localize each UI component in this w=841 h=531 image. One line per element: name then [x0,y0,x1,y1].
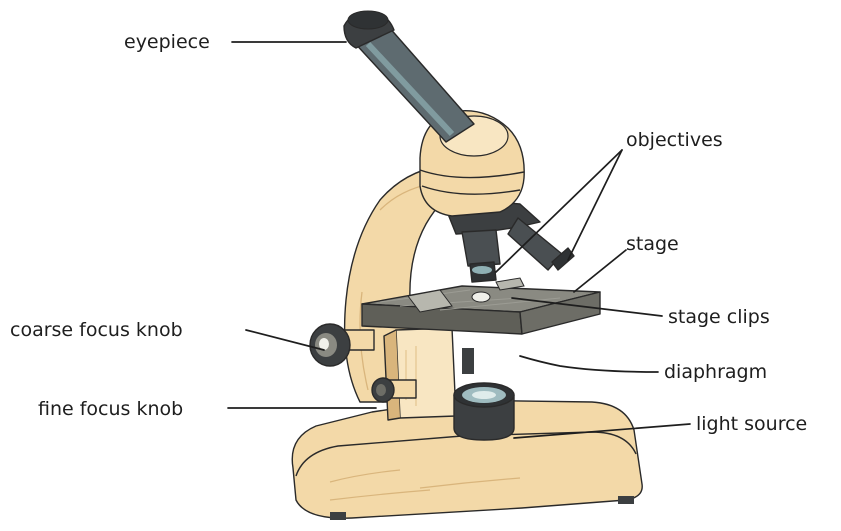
tension-knob [462,348,474,374]
label-stage-clips: stage clips [668,306,770,328]
microscope-illustration [292,11,642,520]
label-fine-focus-knob: fine focus knob [38,398,183,420]
label-light-source: light source [696,413,807,435]
label-coarse-focus-knob: coarse focus knob [10,319,183,341]
fine-focus-knob [372,378,416,402]
label-eyepiece: eyepiece [124,31,210,53]
objectives-leader-right [568,150,622,260]
pillar [384,328,456,420]
label-objectives: objectives [626,129,723,151]
leader-lines [228,42,690,438]
eyepiece [344,11,474,142]
label-diaphragm: diaphragm [664,361,767,383]
stage-leader [574,250,626,292]
label-stage: stage [626,233,679,255]
diaphragm-leader [520,356,658,372]
light-source [454,383,514,440]
